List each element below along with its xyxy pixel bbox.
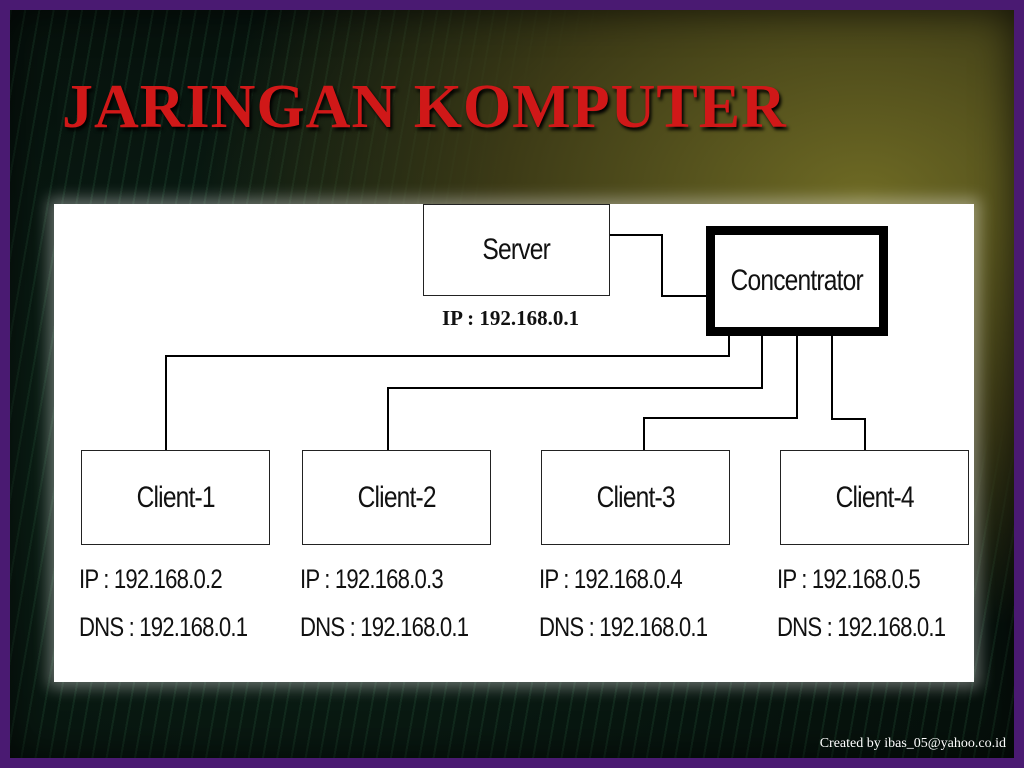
client-2-label: Client-2 [357, 480, 436, 514]
client-1-dns: DNS : 192.168.0.1 [79, 612, 248, 642]
client-1-ip: IP : 192.168.0.2 [79, 564, 223, 594]
client-1-node: Client-1 [81, 450, 270, 545]
client-2-dns: DNS : 192.168.0.1 [300, 612, 469, 642]
concentrator-label: Concentrator [730, 264, 864, 297]
server-node: Server [423, 204, 610, 296]
link-client-4 [831, 336, 866, 450]
link-server-concentrator [610, 234, 710, 297]
link-client-2 [387, 336, 763, 450]
client-3-label: Client-3 [596, 480, 675, 514]
client-4-label: Client-4 [835, 480, 914, 514]
client-3-dns: DNS : 192.168.0.1 [539, 612, 708, 642]
author-credit: Created by ibas_05@yahoo.co.id [819, 736, 1006, 751]
concentrator-node: Concentrator [706, 226, 888, 336]
network-diagram: Server IP : 192.168.0.1 Concentrator Cli… [54, 204, 974, 682]
link-client-3 [643, 336, 798, 450]
client-3-ip: IP : 192.168.0.4 [539, 564, 683, 594]
client-2-node: Client-2 [302, 450, 491, 545]
server-label: Server [482, 233, 551, 266]
client-1-label: Client-1 [136, 480, 215, 514]
client-4-dns: DNS : 192.168.0.1 [777, 612, 946, 642]
link-client-1 [165, 336, 730, 450]
client-3-node: Client-3 [541, 450, 730, 545]
connection-lines [165, 234, 866, 450]
server-ip: IP : 192.168.0.1 [442, 306, 580, 330]
slide-title: JARINGAN KOMPUTER [62, 73, 787, 141]
client-2-ip: IP : 192.168.0.3 [300, 564, 444, 594]
client-4-node: Client-4 [780, 450, 969, 545]
client-4-ip: IP : 192.168.0.5 [777, 564, 921, 594]
